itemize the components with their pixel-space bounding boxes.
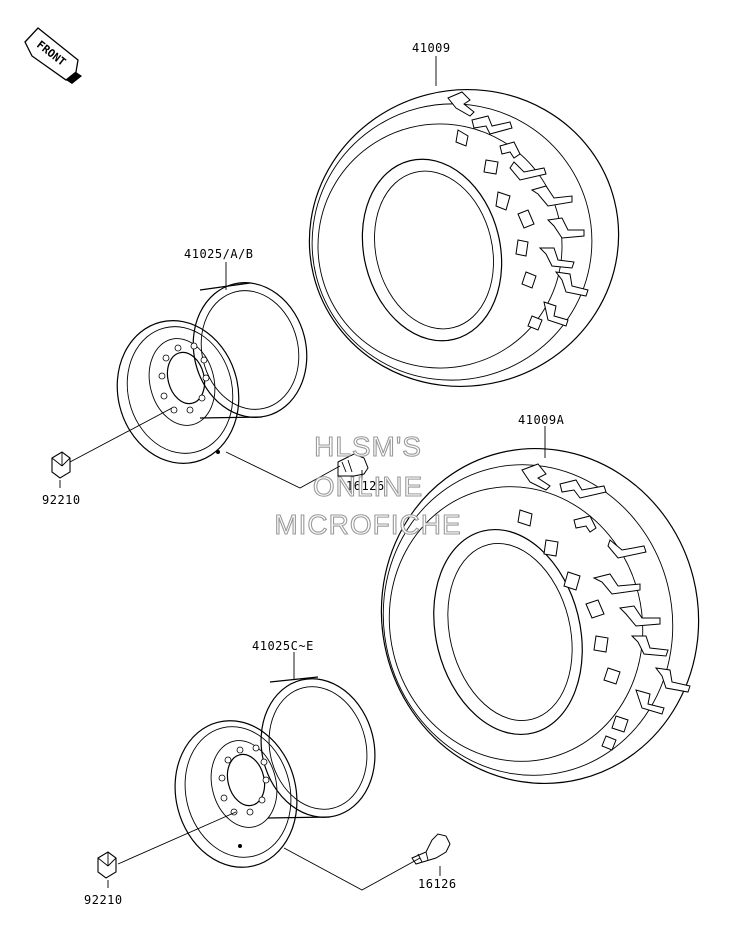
watermark-line-1: HLSM'S: [314, 431, 422, 462]
label-wheel-front: 41025/A/B: [184, 247, 254, 261]
tread-pattern-front: [447, 91, 589, 331]
valve-front: [337, 453, 369, 477]
watermark: HLSM'S ONLINE MICROFICHE: [274, 430, 461, 540]
wheel-front-bolt-holes: [158, 342, 210, 414]
label-valve-rear: 16126: [418, 877, 457, 891]
tire-front: [308, 88, 620, 388]
label-nut-rear: 92210: [84, 893, 123, 907]
label-tire-rear: 41009A: [518, 413, 565, 427]
wheel-front: [116, 282, 308, 464]
watermark-line-2: ONLINE: [313, 471, 423, 502]
label-wheel-rear: 41025C~E: [252, 639, 314, 653]
leader-lines: [59, 56, 546, 891]
wheel-rear: [174, 676, 376, 868]
nut-rear: [97, 851, 117, 879]
label-nut-front: 92210: [42, 493, 81, 507]
watermark-line-3: MICROFICHE: [274, 509, 461, 540]
label-valve-front: 16126: [346, 479, 385, 493]
nut-front: [51, 451, 71, 479]
wheel-rear-bolt-holes: [218, 744, 270, 816]
front-arrow-icon: FRONT: [24, 27, 82, 84]
tire-rear: [380, 447, 700, 785]
label-tire-front: 41009: [412, 41, 451, 55]
tread-pattern-rear: [517, 463, 691, 751]
